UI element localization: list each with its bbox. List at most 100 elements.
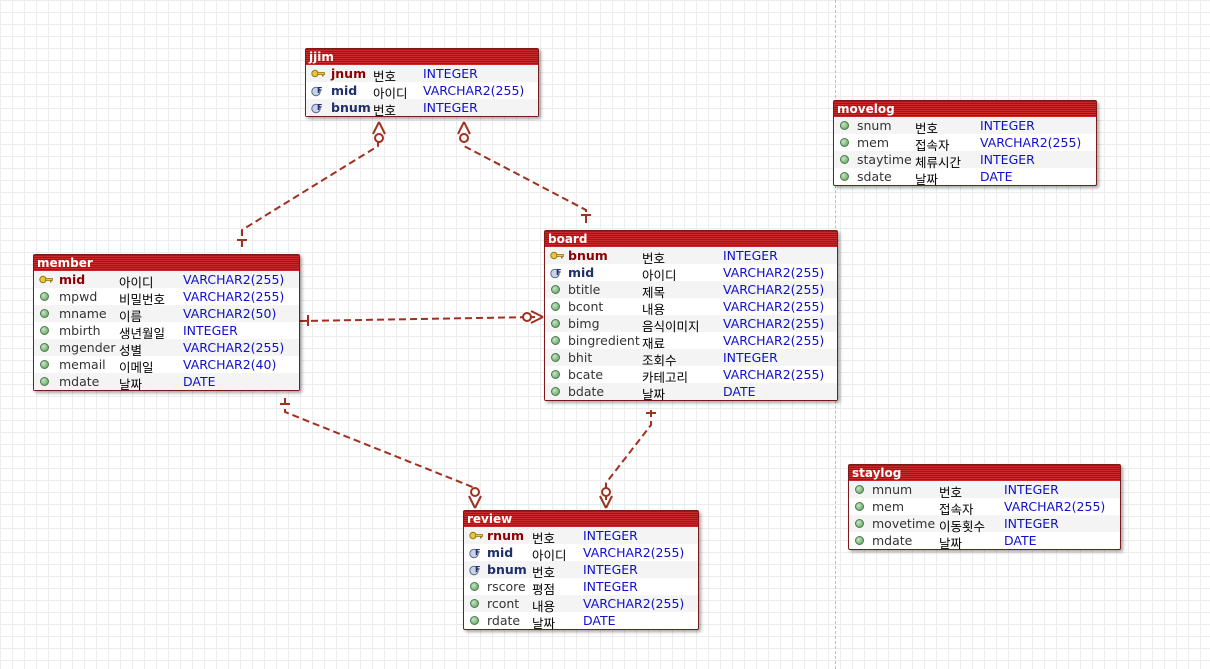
column-attribute-icon <box>470 582 479 591</box>
column-attribute-icon <box>40 360 49 369</box>
field-name: rdate <box>487 613 521 628</box>
field-label: 번호 <box>642 251 666 266</box>
field-type: VARCHAR2(255) <box>980 135 1082 150</box>
rel-line-board-jjim <box>463 138 587 223</box>
field-name: bcont <box>568 299 604 314</box>
field-name: mdate <box>59 374 100 389</box>
column-attribute-icon <box>840 121 849 130</box>
column-attribute-icon <box>551 285 560 294</box>
foreign-key-icon: F <box>469 547 481 559</box>
field-name: mnum <box>872 482 913 497</box>
field-type: VARCHAR2(255) <box>423 83 525 98</box>
primary-key-icon <box>469 530 483 541</box>
field-type: INTEGER <box>583 562 638 577</box>
field-label: 조회수 <box>642 353 677 368</box>
field-label: 날짜 <box>532 616 556 631</box>
field-label: 이동횟수 <box>939 519 986 534</box>
field-type: VARCHAR2(40) <box>183 357 277 372</box>
field-type: VARCHAR2(255) <box>723 265 825 280</box>
rel-many-mark-board-left <box>522 310 544 324</box>
field-type: INTEGER <box>1004 516 1059 531</box>
field-type: INTEGER <box>423 66 478 81</box>
field-label: 음식이미지 <box>642 319 700 334</box>
field-name: mname <box>59 306 107 321</box>
entity-title: board <box>545 231 837 247</box>
field-type: VARCHAR2(255) <box>723 299 825 314</box>
column-attribute-icon <box>551 302 560 311</box>
column-attribute-icon <box>470 599 479 608</box>
field-label: 번호 <box>915 121 939 136</box>
field-label: 비밀번호 <box>119 292 166 307</box>
field-label: 번호 <box>939 485 963 500</box>
field-label: 날짜 <box>915 172 939 187</box>
field-type: INTEGER <box>583 579 638 594</box>
field-name: mpwd <box>59 289 98 304</box>
rel-line-member-board <box>299 316 536 322</box>
field-type: DATE <box>183 374 216 389</box>
field-name: rscore <box>487 579 526 594</box>
field-name: bnum <box>487 562 527 577</box>
column-attribute-icon <box>855 519 864 528</box>
column-attribute-icon <box>551 319 560 328</box>
field-type: VARCHAR2(50) <box>183 306 277 321</box>
field-label: 날짜 <box>119 377 143 392</box>
field-row[interactable]: rdate 날짜 DATE <box>464 612 698 631</box>
column-attribute-icon <box>855 485 864 494</box>
rel-line-member-review <box>284 398 476 500</box>
column-attribute-icon <box>40 309 49 318</box>
field-type: VARCHAR2(255) <box>583 545 685 560</box>
field-name: rnum <box>487 528 524 543</box>
field-type: VARCHAR2(255) <box>723 367 825 382</box>
field-row[interactable]: mname 이름 VARCHAR2(50) <box>34 305 299 324</box>
field-label: 이름 <box>119 309 143 324</box>
column-attribute-icon <box>40 292 49 301</box>
field-type: DATE <box>583 613 616 628</box>
column-attribute-icon <box>40 377 49 386</box>
entity-title: movelog <box>834 101 1096 117</box>
column-attribute-icon <box>470 616 479 625</box>
rel-line-board-review <box>605 410 652 500</box>
field-type: DATE <box>980 169 1013 184</box>
svg-text:F: F <box>317 86 322 95</box>
field-label: 제목 <box>642 285 666 300</box>
field-name: mem <box>872 499 905 514</box>
field-row[interactable]: mdate 날짜 DATE <box>34 373 299 392</box>
